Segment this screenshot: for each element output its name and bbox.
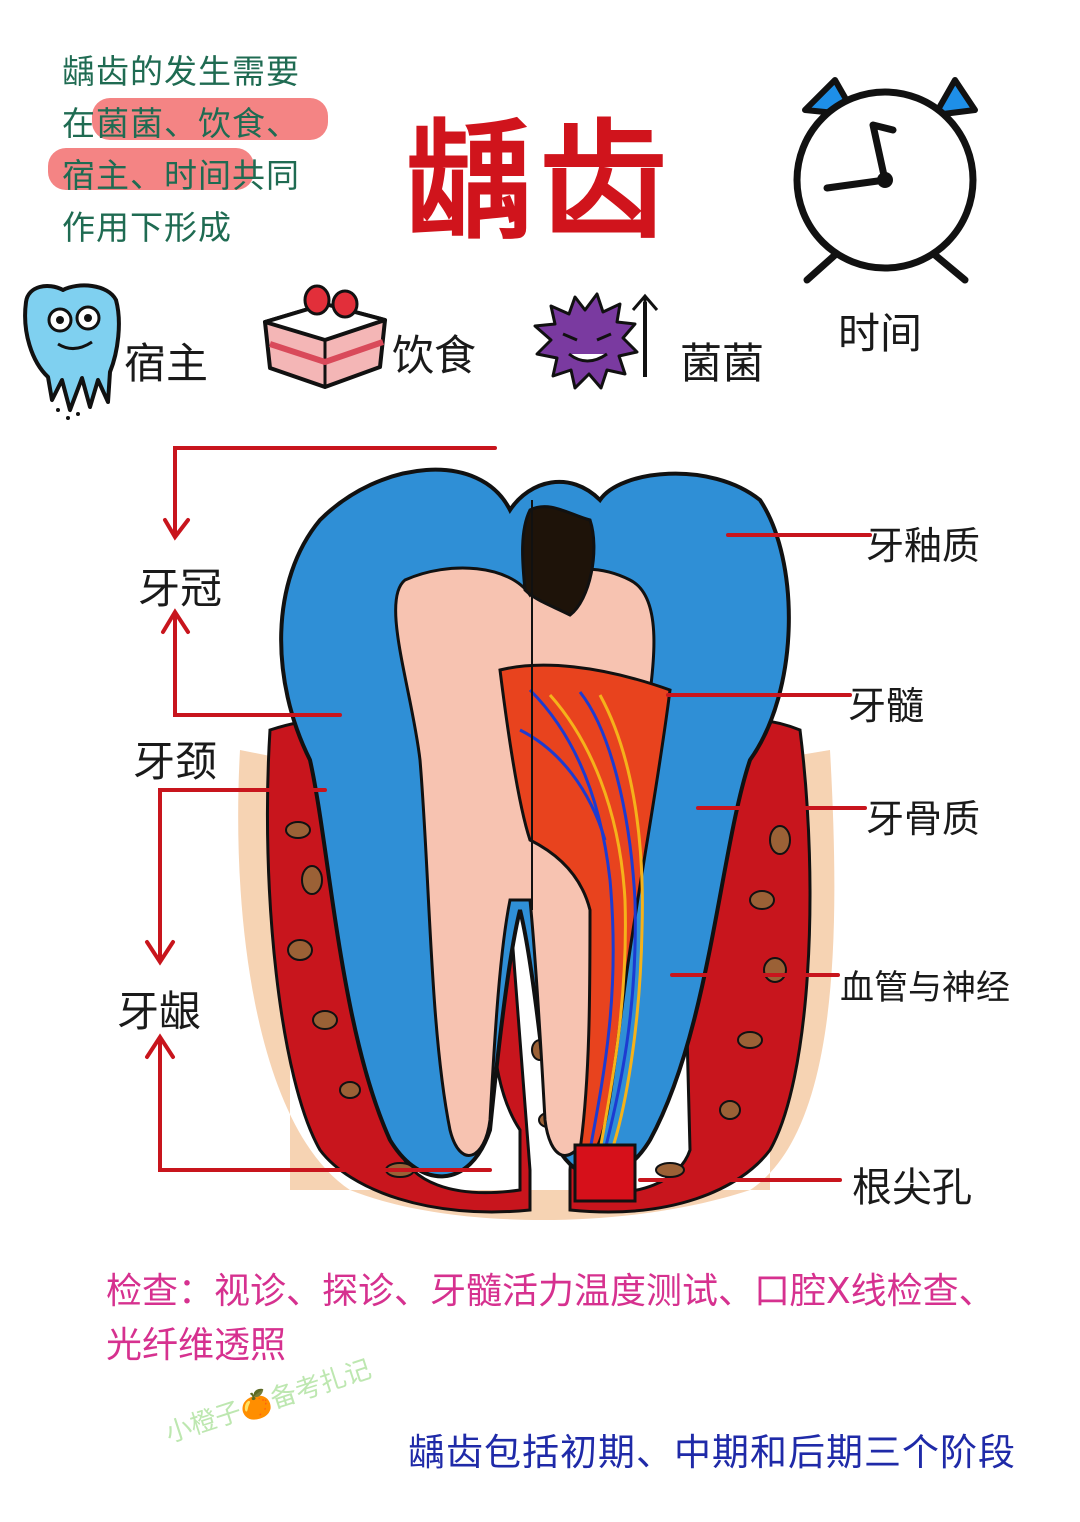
factor-diet-label: 饮食 <box>392 331 477 380</box>
apical-foramen <box>573 1143 637 1203</box>
alarm-clock-icon <box>793 77 978 284</box>
label-root: 牙龈 <box>117 987 202 1036</box>
label-dentin: 牙骨质 <box>866 797 981 841</box>
tooth-cross-section <box>238 467 835 1220</box>
highlight-bar-1 <box>92 98 328 140</box>
intro-line-2: 在菌菌、饮食、 <box>62 104 300 143</box>
factor-time-label: 时间 <box>838 309 923 358</box>
factor-host-label: 宿主 <box>124 339 209 388</box>
factor-bacteria-label: 菌菌 <box>680 339 765 388</box>
caries-lesion <box>521 505 596 617</box>
cake-icon <box>263 284 387 389</box>
label-vessels-nerves: 血管与神经 <box>840 968 1010 1008</box>
label-apical-foramen: 根尖孔 <box>852 1165 972 1211</box>
highlight-bar-2 <box>48 148 254 190</box>
intro-line-3: 宿主、时间共同 <box>62 156 300 195</box>
pulp-chamber <box>498 663 672 1152</box>
label-crown: 牙冠 <box>138 564 223 613</box>
intro-line-4: 作用下形成 <box>62 208 232 247</box>
label-neck: 牙颈 <box>133 737 218 786</box>
bacteria-icon <box>533 292 659 390</box>
intro-text: 龋齿的发生需要 在菌菌、饮食、 宿主、时间共同 作用下形成 <box>62 46 352 254</box>
stages-text: 龋齿包括初期、中期和后期三个阶段 <box>408 1431 1016 1474</box>
intro-line-1: 龋齿的发生需要 <box>62 52 300 91</box>
tooth-character-icon <box>23 283 121 420</box>
page-title: 龋齿 <box>405 107 674 257</box>
label-pulp: 牙髓 <box>848 684 925 728</box>
exam-text: 检查：视诊、探诊、牙髓活力温度测试、口腔X线检查、光纤维透照 <box>106 1271 995 1366</box>
label-enamel: 牙釉质 <box>866 524 981 568</box>
